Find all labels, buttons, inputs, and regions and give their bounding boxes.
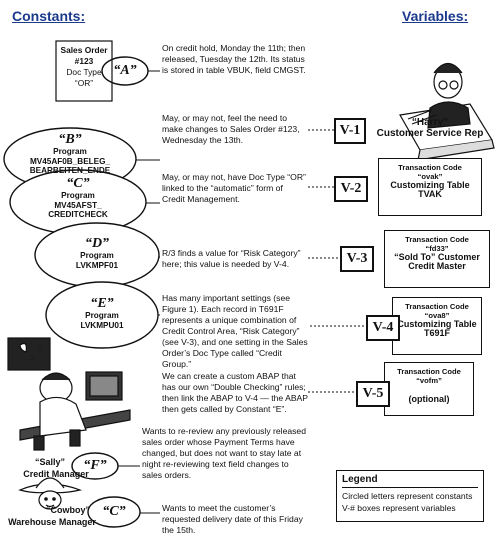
constant-b-line1: Program bbox=[53, 147, 87, 156]
sales-order-label: Sales Order bbox=[60, 45, 108, 55]
constant-e-line2: LVKMPU01 bbox=[80, 320, 124, 330]
v5-code: V-5 bbox=[356, 381, 390, 407]
v2-line4: TVAK bbox=[418, 189, 442, 199]
sally-name: “Sally” bbox=[34, 457, 65, 467]
v2-line1: Transaction Code bbox=[398, 163, 462, 172]
v1-role: Customer Service Rep bbox=[376, 128, 484, 139]
constant-e: “E” Program LVKMPU01 bbox=[46, 296, 158, 330]
legend-title: Legend bbox=[342, 474, 378, 485]
v2-line2: “ovak” bbox=[417, 172, 443, 181]
description-e: Has many important settings (see Figure … bbox=[162, 293, 308, 369]
v4-line1: Transaction Code bbox=[405, 302, 469, 311]
description-a: On credit hold, Monday the 11th; then re… bbox=[162, 43, 306, 75]
constant-a-letter: “A” bbox=[113, 63, 137, 78]
v2-line3: Customizing Table bbox=[390, 180, 470, 190]
legend: Legend Circled letters represent constan… bbox=[336, 470, 484, 522]
constant-f: “F” bbox=[72, 458, 118, 473]
sales-order-number: #123 bbox=[74, 56, 94, 66]
constant-g: “C” bbox=[88, 504, 140, 519]
ellipse-g bbox=[87, 496, 141, 528]
constant-d-letter: “D” bbox=[84, 236, 110, 251]
constant-b-letter: “B” bbox=[58, 132, 82, 147]
v4-line3: Customizing Table bbox=[397, 319, 477, 329]
description-d: R/3 finds a value for “Risk Category” he… bbox=[162, 248, 301, 269]
constant-c-line2: MV45AFST_ bbox=[54, 200, 102, 210]
constant-b-line2: MV45AF0B_BELEG_ bbox=[29, 156, 111, 166]
constant-c-letter: “C” bbox=[66, 176, 90, 191]
v3-line2: “fd33” bbox=[425, 244, 449, 253]
constant-c: “C” Program MV45AFST_ CREDITCHECK bbox=[10, 176, 146, 220]
constant-a-box: Sales Order #123 Doc Type “OR” bbox=[56, 45, 112, 89]
harry-illustration bbox=[399, 62, 495, 161]
constant-g-letter: “C” bbox=[102, 504, 126, 519]
v4-code: V-4 bbox=[366, 315, 400, 341]
description-f: Wants to re-review any previously releas… bbox=[142, 426, 306, 480]
v2-box: Transaction Code “ovak” Customizing Tabl… bbox=[378, 158, 482, 216]
constant-c-line3: CREDITCHECK bbox=[48, 210, 108, 219]
v1-name: “Harry” bbox=[411, 117, 449, 128]
constant-e-line1: Program bbox=[85, 311, 119, 320]
v1-code: V-1 bbox=[334, 118, 366, 144]
description-g: Wants to meet the customer’s requested d… bbox=[162, 503, 303, 535]
cowboy-illustration bbox=[18, 477, 83, 510]
cowboy-name: “Cowboy” bbox=[46, 505, 90, 515]
v5-box: Transaction Code “vofm” (optional) bbox=[384, 362, 474, 416]
v4-box: Transaction Code “ova8” Customizing Tabl… bbox=[392, 297, 482, 355]
sales-order-box bbox=[55, 40, 113, 102]
doc-type-label: Doc Type bbox=[66, 67, 102, 77]
constant-d-line2: LVKMPF01 bbox=[75, 260, 119, 270]
description-abap: We can create a custom ABAP that has our… bbox=[162, 371, 308, 414]
v3-line4: Credit Master bbox=[408, 261, 466, 271]
v4-line4: T691F bbox=[423, 328, 450, 338]
sally-illustration bbox=[7, 337, 131, 451]
constant-d-line1: Program bbox=[80, 251, 114, 260]
constant-d: “D” Program LVKMPF01 bbox=[35, 236, 159, 270]
constant-b-line3: BEARBEITEN_ENDE bbox=[29, 166, 111, 175]
v3-box: Transaction Code “fd33” “Sold To” Custom… bbox=[384, 230, 490, 288]
constant-f-letter: “F” bbox=[83, 458, 107, 473]
constant-e-letter: “E” bbox=[90, 296, 114, 311]
constants-header: Constants: bbox=[12, 8, 86, 24]
constant-a: “A” bbox=[102, 63, 148, 78]
cowboy-role: Warehouse Manager bbox=[8, 517, 96, 527]
description-c: May, or may not, have Doc Type “OR” link… bbox=[162, 172, 306, 204]
v2-code: V-2 bbox=[334, 176, 368, 202]
v5-line3: (optional) bbox=[408, 394, 450, 404]
v1-label: “Harry” Customer Service Rep bbox=[370, 117, 490, 139]
v3-line3: “Sold To” Customer bbox=[394, 252, 480, 262]
legend-item-variables: V-# boxes represent variables bbox=[342, 503, 456, 513]
constant-c-line1: Program bbox=[61, 191, 95, 200]
constant-b: “B” Program MV45AF0B_BELEG_ BEARBEITEN_E… bbox=[4, 132, 136, 176]
legend-item-constants: Circled letters represent constants bbox=[342, 491, 473, 501]
sally-role: Credit Manager bbox=[23, 469, 89, 479]
v5-line2: “vofm” bbox=[416, 376, 442, 385]
doc-type-value: “OR” bbox=[74, 78, 94, 88]
v4-line2: “ova8” bbox=[424, 311, 450, 320]
v3-line1: Transaction Code bbox=[405, 235, 469, 244]
v5-line1: Transaction Code bbox=[397, 367, 461, 376]
description-b: May, or may not, feel the need to make c… bbox=[162, 113, 300, 145]
variables-header: Variables: bbox=[402, 8, 469, 24]
v3-code: V-3 bbox=[340, 246, 374, 272]
